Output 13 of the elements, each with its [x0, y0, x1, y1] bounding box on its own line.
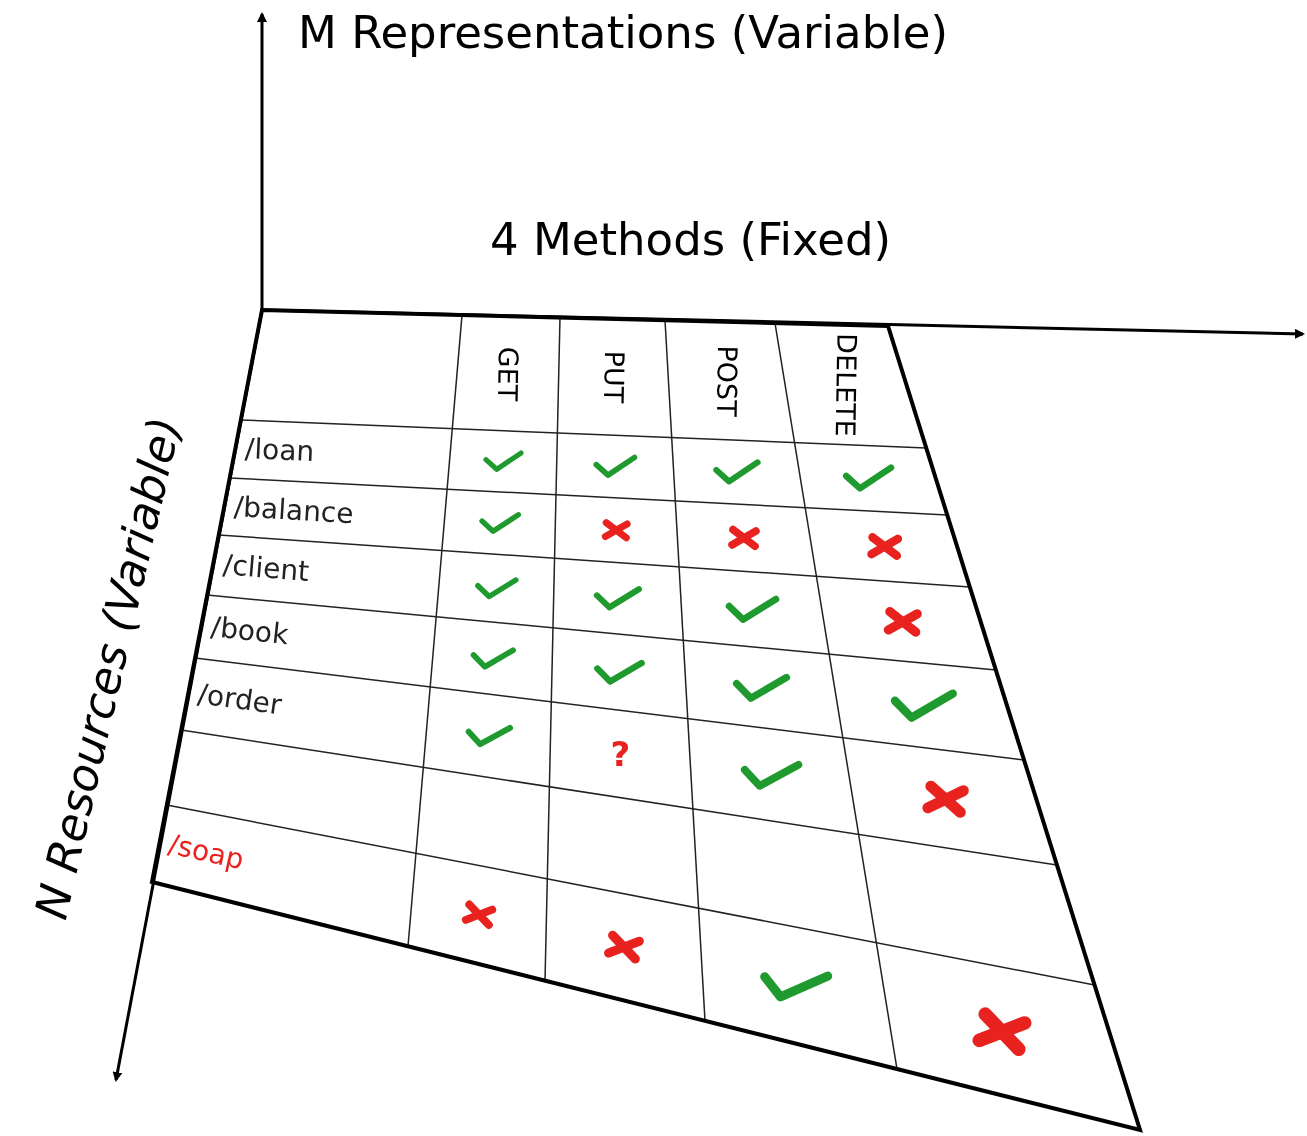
axis-label: M Representations (Variable) [298, 10, 948, 55]
column-header: POST [712, 345, 741, 417]
row-header: /client [221, 551, 311, 587]
row-header: /order [196, 680, 284, 720]
column-header: DELETE [831, 332, 861, 437]
axis-label: 4 Methods (Fixed) [490, 217, 892, 262]
row-header: /soap [166, 829, 247, 874]
row-header: /balance [233, 492, 355, 528]
column-header: GET [493, 346, 522, 402]
row-header: /loan [244, 435, 316, 467]
column-header: PUT [599, 350, 628, 404]
question-mark: ? [610, 737, 631, 771]
row-header: /book [209, 612, 290, 649]
